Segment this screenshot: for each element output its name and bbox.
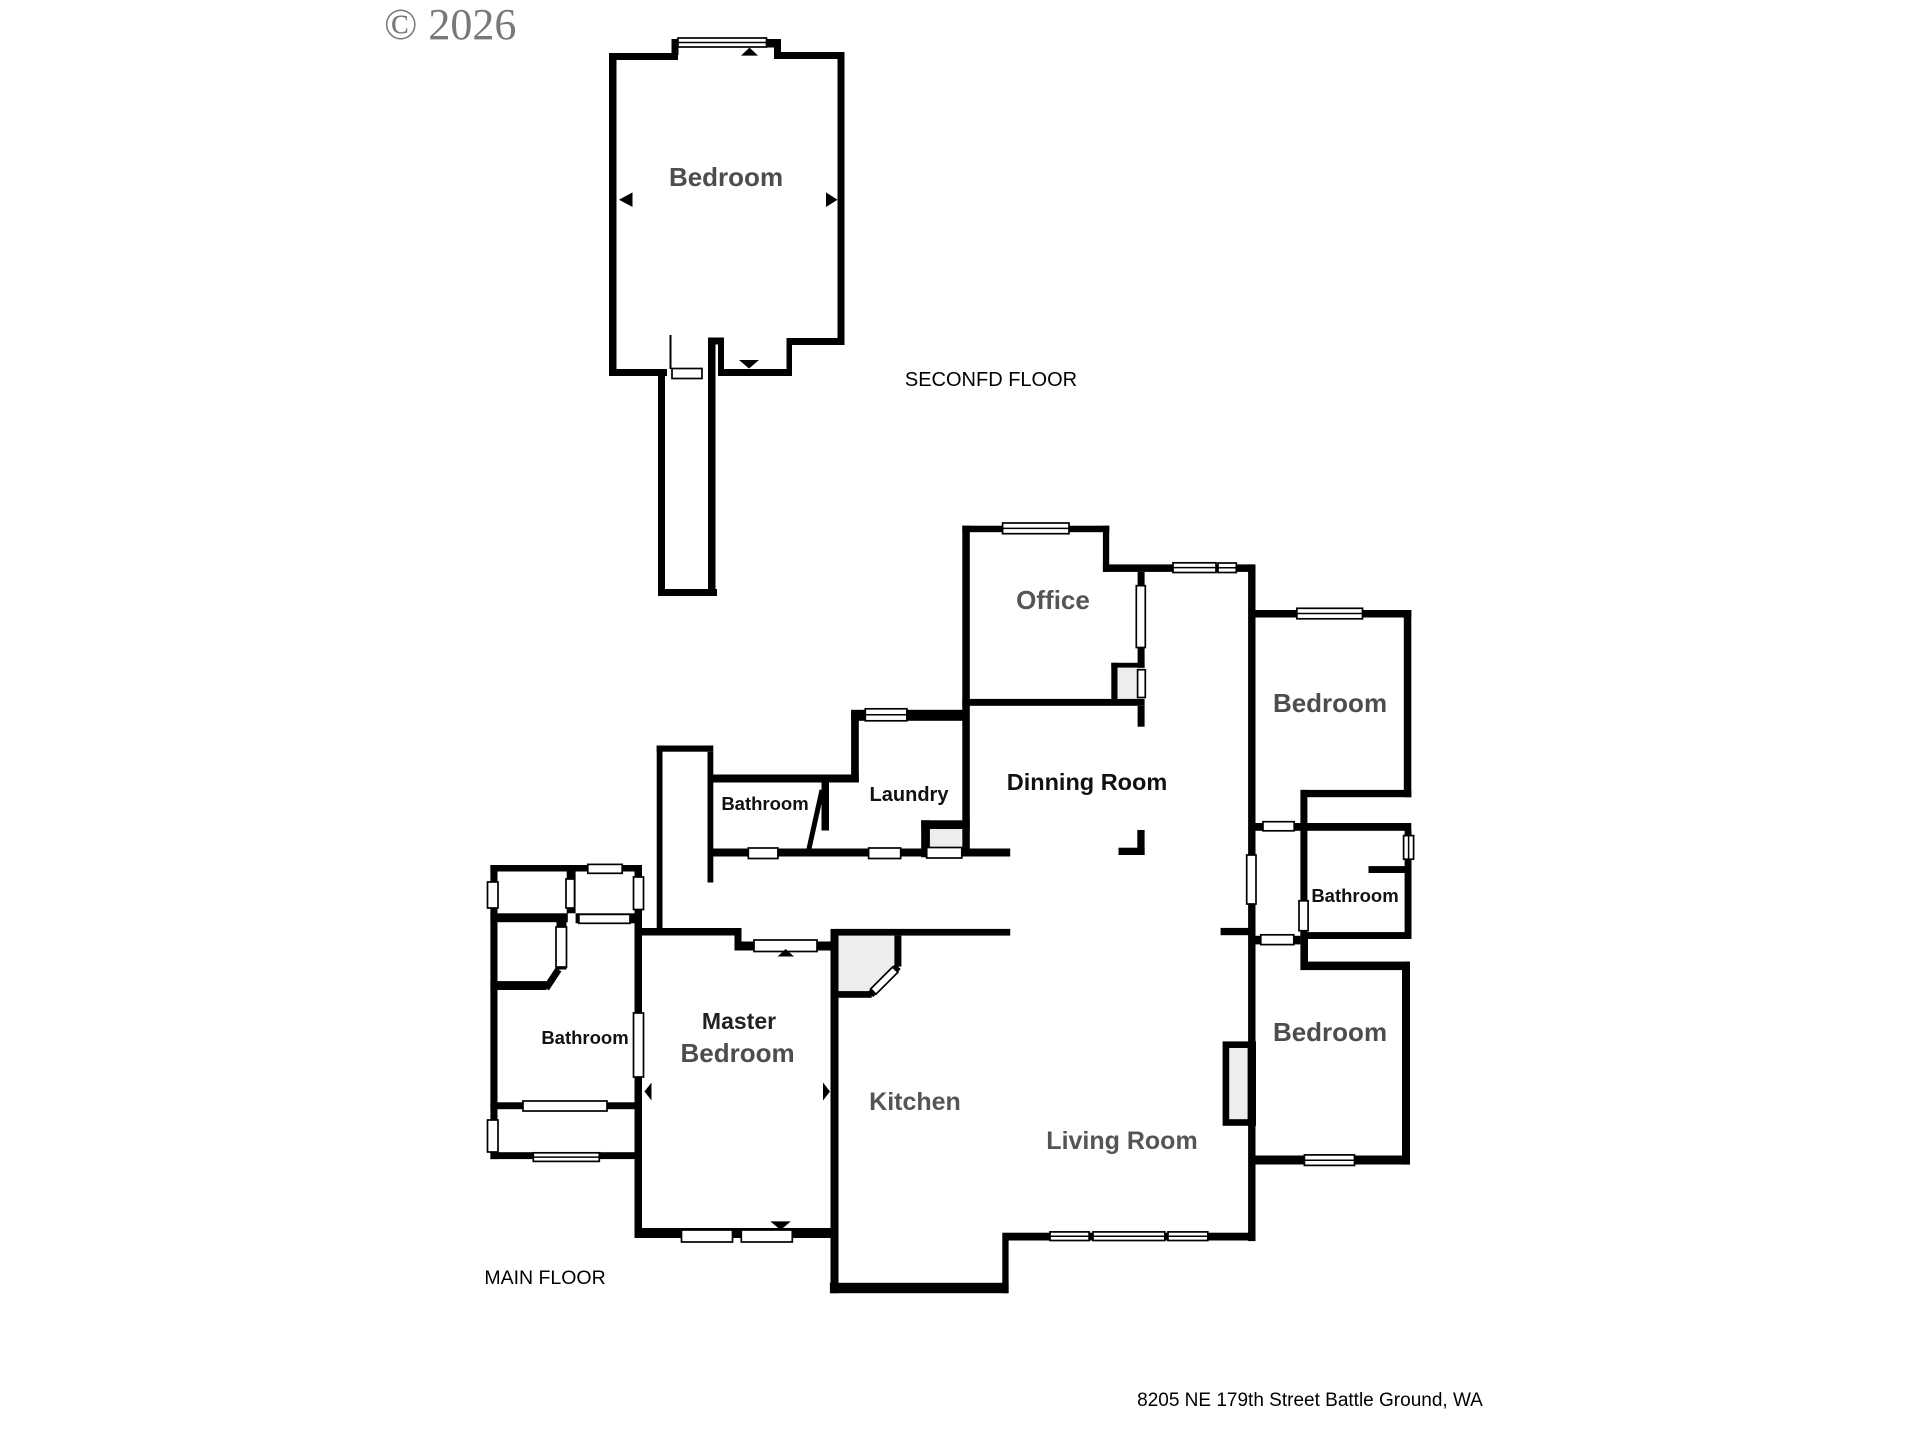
svg-text:Bathroom: Bathroom [541,1027,628,1048]
svg-text:Master: Master [702,1008,776,1034]
svg-text:Living Room: Living Room [1046,1127,1197,1155]
svg-text:© 2026: © 2026 [384,0,516,49]
svg-text:Laundry: Laundry [870,784,950,806]
svg-text:Bedroom: Bedroom [1273,1017,1387,1047]
svg-text:Bedroom: Bedroom [681,1038,795,1068]
svg-text:8205 NE 179th Street Battle Gr: 8205 NE 179th Street Battle Ground, WA [1137,1390,1483,1411]
svg-text:MAIN FLOOR: MAIN FLOOR [484,1267,605,1289]
svg-text:Kitchen: Kitchen [869,1088,961,1116]
svg-text:Bathroom: Bathroom [721,793,808,814]
svg-text:Dinning Room: Dinning Room [1007,769,1168,795]
svg-text:Bathroom: Bathroom [1311,885,1398,906]
svg-text:Bedroom: Bedroom [1273,688,1387,718]
svg-text:SECONFD FLOOR: SECONFD FLOOR [905,369,1077,391]
svg-text:Bedroom: Bedroom [669,162,783,192]
svg-text:Office: Office [1016,585,1090,615]
